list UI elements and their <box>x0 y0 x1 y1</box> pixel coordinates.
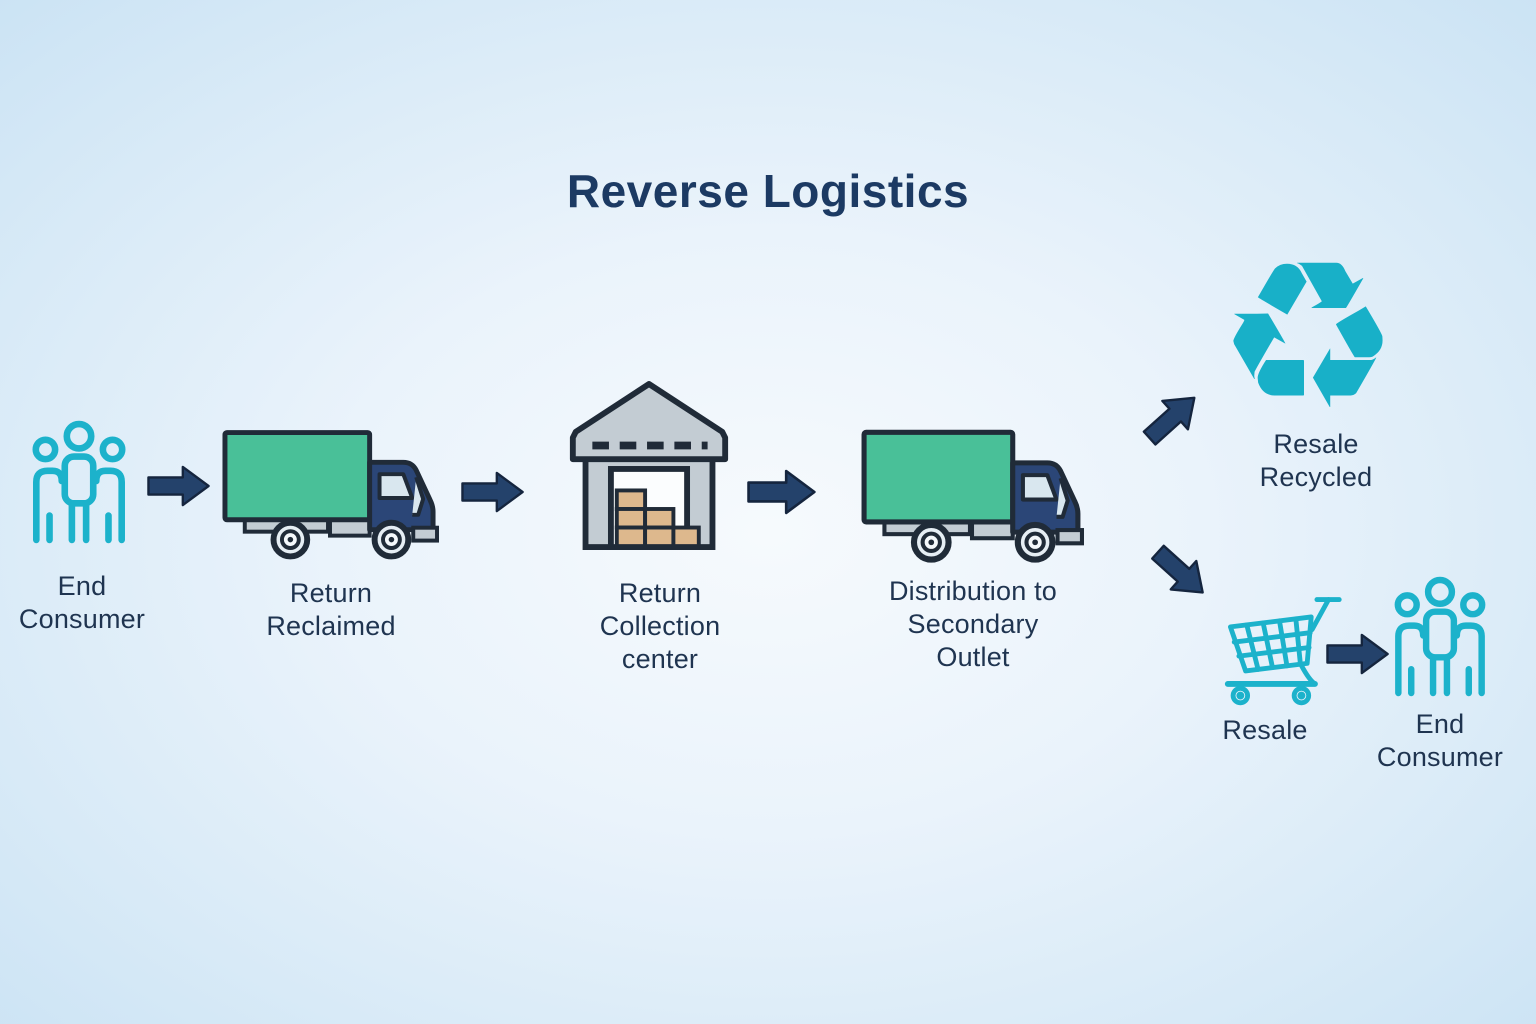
arrow-right-icon <box>461 471 525 518</box>
label-resale: Resale <box>1222 715 1308 745</box>
recycle-icon: ♻ <box>1216 217 1400 456</box>
arrow-up-right-icon <box>1134 381 1213 459</box>
delivery-truck-icon <box>221 428 439 564</box>
arrow-right-icon <box>147 465 211 512</box>
wheel-icon <box>270 519 311 560</box>
label-return-reclaimed: Return Reclaimed <box>266 578 396 641</box>
arrow-down-right-icon <box>1139 536 1218 614</box>
label-end-consumer-end: End Consumer <box>1376 709 1504 772</box>
wheel-icon <box>1014 521 1056 563</box>
shopping-cart-icon <box>1220 591 1346 709</box>
warehouse-icon <box>566 377 732 557</box>
arrow-right-icon <box>745 469 819 520</box>
people-group-icon <box>1390 576 1490 697</box>
label-return-collection-center: Return Collection center <box>599 578 721 674</box>
diagram-title: Reverse Logistics <box>566 165 970 217</box>
label-distribution-secondary-outlet: Distribution to Secondary Outlet <box>888 576 1058 672</box>
label-resale-recycled: Resale Recycled <box>1259 429 1373 492</box>
label-end-consumer-start: End Consumer <box>18 571 146 634</box>
delivery-truck-icon <box>860 428 1084 567</box>
wheel-icon <box>910 521 952 563</box>
arrow-right-icon <box>1326 633 1390 680</box>
boxes-icon <box>614 488 701 549</box>
people-group-icon <box>28 420 130 544</box>
wheel-icon <box>371 519 412 560</box>
